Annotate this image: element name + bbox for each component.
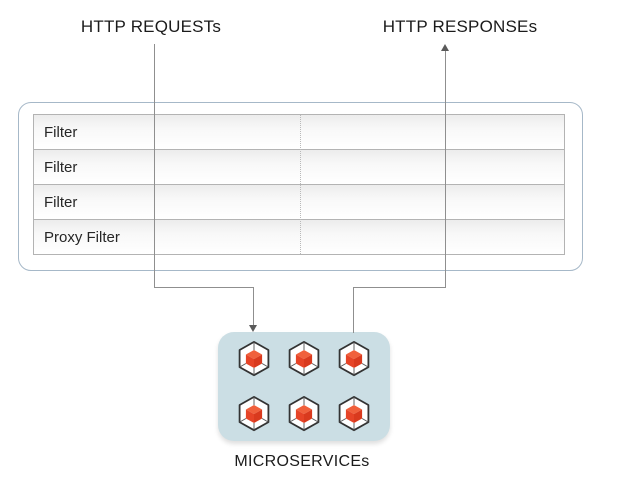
filter-row: Filter — [34, 115, 564, 150]
response-line-rise — [353, 287, 354, 333]
microservices-label: MICROSERVICEs — [234, 453, 370, 470]
response-line-vertical — [445, 51, 446, 288]
microservice-cube-icon — [338, 395, 370, 432]
microservice-cube-icon — [238, 395, 270, 432]
microservice-cube-icon — [288, 340, 320, 377]
microservice-cube-icon — [288, 395, 320, 432]
table-dotted-divider — [300, 115, 301, 254]
request-line-vertical — [154, 44, 155, 288]
microservice-cube-icon — [238, 340, 270, 377]
filter-row: Filter — [34, 150, 564, 185]
microservice-cube-icon — [338, 340, 370, 377]
http-responses-label: HTTP RESPONSEs — [382, 17, 538, 36]
filter-table: Filter Filter Filter Proxy Filter — [33, 114, 565, 255]
response-arrow-up-icon — [441, 44, 449, 51]
filter-row-label: Filter — [44, 193, 78, 211]
filter-row-label: Filter — [44, 158, 78, 176]
request-line-drop — [253, 287, 254, 326]
microservices-box — [218, 332, 390, 441]
filter-row: Proxy Filter — [34, 220, 564, 254]
http-requests-label: HTTP REQUESTs — [80, 17, 222, 36]
request-arrow-down-icon — [249, 325, 257, 332]
filter-row-label: Filter — [44, 123, 78, 141]
filter-row: Filter — [34, 185, 564, 220]
response-line-horizontal — [353, 287, 446, 288]
proxy-filter-row-label: Proxy Filter — [44, 228, 120, 246]
request-line-horizontal — [154, 287, 254, 288]
